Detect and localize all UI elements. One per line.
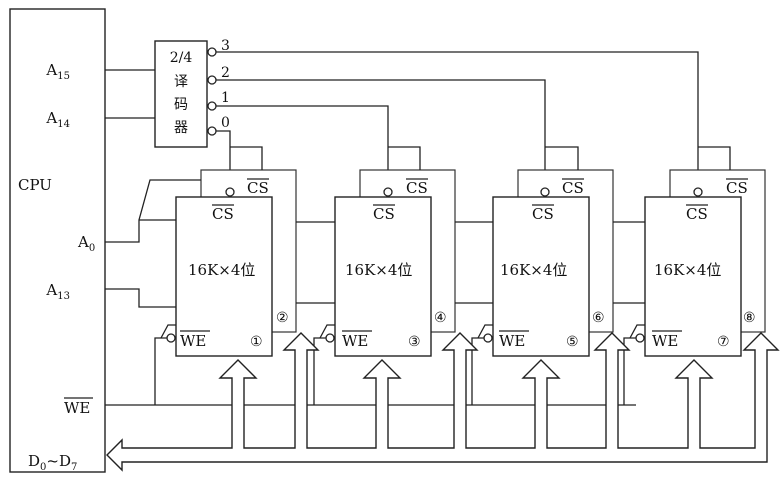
decoder-label-line1: 2/4 [170,50,193,66]
chip-3-size: 16K×4位 [345,261,412,279]
pin-a14: A14 [45,109,70,130]
chip-5-cs-label: CS [532,205,554,223]
svg-text:CS: CS [726,179,748,197]
pin-data-bus: D0~D7 [28,452,77,473]
pin-a13: A13 [45,281,70,302]
wire-a13 [105,288,176,308]
chip-back-2-number: ② [276,310,289,326]
chip-5-we-label: WE [499,332,525,350]
decoder-out1-bubble [207,101,217,111]
chip-front-5: CS 16K×4位 WE ⑤ [471,187,590,405]
chip-1-size: 16K×4位 [188,261,255,279]
chip-7-number: ⑦ [717,334,730,350]
chip-back-6-number: ⑥ [592,310,605,326]
decoder-out0-label: 0 [221,115,230,131]
decoder-out3-bubble [207,47,217,57]
chip-front-1: CS 16K×4位 WE ① [154,187,273,405]
chip-1-cs-label: CS [212,205,234,223]
decoder-out2-bubble [207,75,217,85]
chip-7-size: 16K×4位 [654,261,721,279]
data-bus [106,332,780,472]
decoder-out2-label: 2 [221,65,230,81]
decoder-label-line3: 码 [174,97,188,113]
pin-we: WE [64,399,90,417]
chip-1-number: ① [250,334,263,350]
chip-5-size: 16K×4位 [500,261,567,279]
decoder-out1-label: 1 [221,90,230,106]
chip-5-number: ⑤ [566,334,579,350]
wire-decoder-out1 [216,105,389,192]
chip-back-8-number: ⑧ [743,310,756,326]
chip-7-cs-label: CS [686,205,708,223]
decoder-label-line2: 译 [174,74,188,90]
decoder-label-line4: 器 [174,120,188,136]
decoder-out3-label: 3 [221,38,230,54]
pin-a0: A0 [77,233,95,254]
decoder-out0-bubble [207,126,217,136]
decoder-block [154,40,208,148]
cpu-label: CPU [18,176,52,194]
chip-front-7: CS 16K×4位 WE ⑦ [623,187,742,405]
chip-3-we-label: WE [342,332,368,350]
svg-text:CS: CS [562,179,584,197]
cpu-block [9,8,106,473]
chip-back-4-number: ④ [434,310,447,326]
wire-decoder-out2 [216,79,546,192]
pin-a15: A15 [45,61,70,82]
chip-front-3: CS 16K×4位 WE ③ [313,187,432,405]
chip-1-we-label: WE [180,332,206,350]
svg-text:CS: CS [247,179,269,197]
svg-text:CS: CS [406,179,428,197]
wire-decoder-out3 [216,51,699,192]
chip-3-number: ③ [408,334,421,350]
chip-3-cs-label: CS [373,205,395,223]
chip-7-we-label: WE [652,332,678,350]
